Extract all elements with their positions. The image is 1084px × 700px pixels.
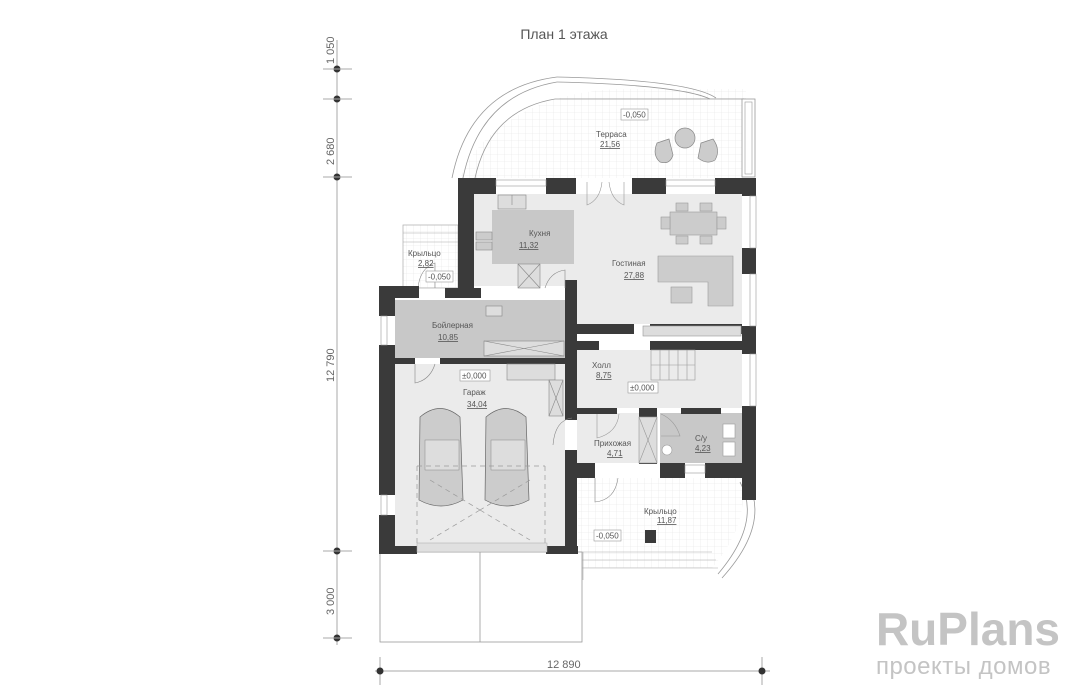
dim-12890: 12 890 — [547, 659, 581, 671]
main-porch — [578, 477, 756, 580]
living-label: Гостиная — [612, 259, 646, 268]
small-porch-label: Крыльцо — [408, 249, 441, 258]
terrace-label: Терраса — [596, 130, 627, 139]
garage-area: 34,04 — [467, 400, 488, 409]
hall-level: ±0,000 — [630, 384, 655, 393]
garage-apron — [379, 551, 583, 643]
dim-12790: 12 790 — [325, 348, 337, 382]
brand-logo: RuPlans проекты домов — [876, 606, 1060, 680]
garage-level: ±0,000 — [462, 372, 487, 381]
dim-2680: 2 680 — [325, 137, 337, 165]
garage-label: Гараж — [463, 388, 486, 397]
wc-label: С/у — [695, 434, 707, 443]
dim-3000: 3 000 — [325, 587, 337, 615]
brand-tagline: проекты домов — [875, 653, 1052, 680]
garage-fixtures — [414, 363, 573, 553]
brand-name: RuPlans — [875, 603, 1060, 655]
hall-level-box — [627, 381, 659, 394]
hall-label: Холл — [592, 361, 611, 370]
terrace-level: -0,050 — [623, 111, 646, 120]
small-porch-level: -0,050 — [428, 273, 451, 282]
living-area: 27,88 — [624, 271, 645, 280]
living-furniture — [586, 181, 742, 337]
small-porch-area: 2,82 — [418, 259, 434, 268]
horizontal-dimension: 12 890 — [375, 657, 770, 685]
boiler-area: 10,85 — [438, 333, 459, 342]
entry-label: Прихожая — [594, 439, 631, 448]
entry-wc-fixtures — [596, 413, 736, 464]
entry-area: 4,71 — [607, 449, 623, 458]
small-porch-level-box — [425, 270, 454, 283]
kitchen-fixtures — [475, 194, 566, 289]
terrace — [451, 76, 756, 179]
kitchen-label: Кухня — [529, 229, 550, 238]
boiler-fixtures — [483, 305, 565, 417]
kitchen-area: 11,32 — [519, 241, 539, 250]
main-porch-level-box — [593, 529, 622, 542]
wc-area: 4,23 — [695, 444, 711, 453]
hall-area: 8,75 — [596, 371, 612, 380]
stairs — [650, 349, 696, 381]
garage-level-box — [459, 369, 491, 382]
main-porch-area: 11,87 — [657, 516, 677, 525]
plan-title: План 1 этажа — [520, 26, 608, 42]
vertical-dimension-chain: 1 050 2 680 12 790 3 000 — [323, 36, 352, 645]
main-porch-level: -0,050 — [596, 532, 619, 541]
boiler-label: Бойлерная — [432, 321, 473, 330]
windows — [380, 179, 757, 516]
terrace-area: 21,56 — [600, 140, 621, 149]
terrace-level-box — [620, 108, 649, 121]
main-porch-label: Крыльцо — [644, 507, 677, 516]
dim-1050: 1 050 — [325, 36, 337, 64]
